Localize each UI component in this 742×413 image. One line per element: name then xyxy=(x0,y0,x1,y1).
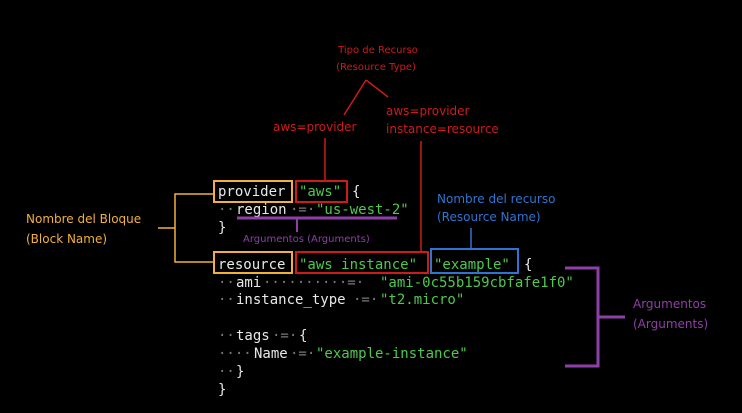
tags-indent: ·· xyxy=(218,328,235,344)
connectors xyxy=(158,79,625,368)
region-value: "us-west-2" xyxy=(316,202,409,218)
resource-type-label-1: Tipo de Recurso xyxy=(337,45,418,56)
provider-brace-open: { xyxy=(352,184,360,200)
provider-name-box xyxy=(295,180,348,203)
resource-type: "aws_instance" xyxy=(299,257,417,273)
tags-key: tags xyxy=(236,328,270,344)
provider-keyword: provider xyxy=(218,184,285,200)
arguments-small-label: Argumentos (Arguments) xyxy=(243,234,370,245)
resource-type-label-2: (Resource Type) xyxy=(336,62,416,73)
resource-keyword: resource xyxy=(218,257,285,273)
block-name-label-2: (Block Name) xyxy=(26,232,107,246)
instance-type-key: instance_type xyxy=(236,292,346,308)
instance-type-value: "t2.micro" xyxy=(380,292,464,308)
provider-brace-close: } xyxy=(218,220,226,236)
provider-instance-label-1: aws=provider xyxy=(386,104,470,118)
name-eq: ·=· xyxy=(290,346,315,362)
provider-instance-label-2: instance=resource xyxy=(386,122,499,136)
name-key: Name xyxy=(254,346,288,362)
code-block: provider "aws" { ·· region ·=· "us-west-… xyxy=(218,184,574,398)
provider-keyword-box xyxy=(213,180,293,203)
resource-type-right-line xyxy=(365,79,389,98)
provider-name: "aws" xyxy=(299,184,341,200)
ami-key: ami xyxy=(236,275,261,291)
instance-type-eq: ·=· xyxy=(353,292,378,308)
name-value: "example-instance" xyxy=(316,346,468,362)
tags-close-indent: ·· xyxy=(218,364,235,380)
ami-value: "ami-0c55b159cbfafe1f0" xyxy=(380,275,574,291)
region-key: region xyxy=(236,202,287,218)
block-name-label-1: Nombre del Bloque xyxy=(26,212,141,226)
block-name-bracket xyxy=(174,193,214,263)
resource-brace-open: { xyxy=(524,257,532,273)
tags-brace-close: } xyxy=(236,364,244,380)
resource-name-box xyxy=(430,248,519,274)
resource-type-left-line xyxy=(343,79,367,116)
provider-label: aws=provider xyxy=(273,120,357,134)
ami-indent: ·· xyxy=(218,275,235,291)
resource-name: "example" xyxy=(434,257,510,273)
resource-name-label-1: Nombre del recurso xyxy=(437,192,555,206)
instance-type-indent: ·· xyxy=(218,292,235,308)
region-indent: ·· xyxy=(218,202,235,218)
resource-brace-close: } xyxy=(218,382,226,398)
annotations: Tipo de Recurso (Resource Type) aws=prov… xyxy=(26,45,708,331)
tags-eq: ·=· xyxy=(272,328,297,344)
tags-brace-open: { xyxy=(299,328,307,344)
arguments-label-1: Argumentos xyxy=(633,297,706,311)
ami-eq: ··········=· xyxy=(263,275,364,291)
resource-name-label-2: (Resource Name) xyxy=(437,210,541,224)
region-eq: ·=· xyxy=(290,202,315,218)
arguments-label-2: (Arguments) xyxy=(633,317,708,331)
name-indent: ···· xyxy=(218,346,252,362)
resource-type-box xyxy=(295,251,429,274)
